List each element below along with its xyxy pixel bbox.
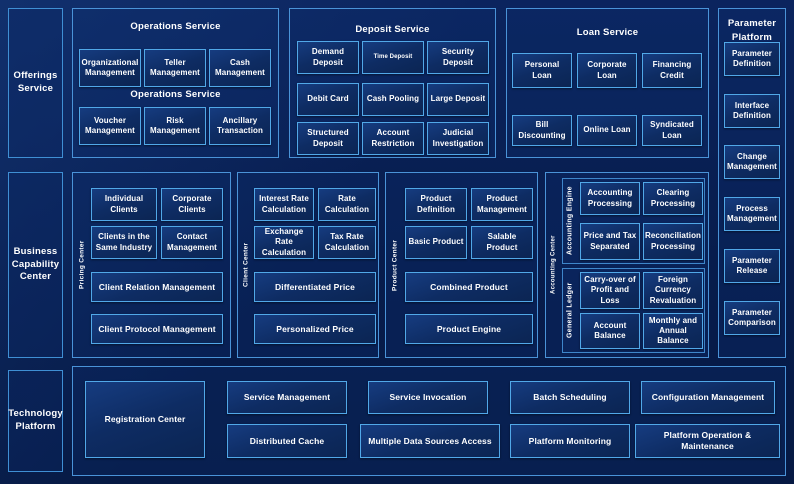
card-corporate-loan[interactable]: Corporate Loan [577,53,637,88]
card-parameter-definition[interactable]: Parameter Definition [724,42,780,76]
group-subtitle-operations-service: Operations Service [130,89,221,100]
card-time-deposit[interactable]: Time Deposit [362,41,424,74]
card-judicial-investigation[interactable]: Judicial Investigation [427,122,489,155]
group-title-parameter-platform-line2: Platform [731,32,773,43]
card-personal-loan[interactable]: Personal Loan [512,53,572,88]
group-title-deposit-service: Deposit Service [355,24,430,35]
card-parameter-comparison[interactable]: Parameter Comparison [724,301,780,335]
card-individual-clients[interactable]: Individual Clients [91,188,157,221]
vlabel-client-center: Client Center [242,242,250,288]
card-bill-discounting[interactable]: Bill Discounting [512,115,572,146]
card-large-deposit[interactable]: Large Deposit [427,83,489,116]
card-interest-rate-calculation[interactable]: Interest Rate Calculation [254,188,314,221]
card-cash-management[interactable]: Cash Management [209,49,271,87]
card-contact-management[interactable]: Contact Management [161,226,223,259]
card-process-management[interactable]: Process Management [724,197,780,231]
card-clients-in-the-same-industry[interactable]: Clients in the Same Industry [91,226,157,259]
vlabel-pricing-center: Pricing Center [78,240,86,290]
card-differentiated-price[interactable]: Differentiated Price [254,272,376,302]
card-distributed-cache[interactable]: Distributed Cache [227,424,347,458]
card-syndicated-loan[interactable]: Syndicated Loan [642,115,702,146]
card-product-definition[interactable]: Product Definition [405,188,467,221]
card-client-protocol-management[interactable]: Client Protocol Management [91,314,223,344]
card-change-management[interactable]: Change Management [724,145,780,179]
card-product-management[interactable]: Product Management [471,188,533,221]
card-account-balance[interactable]: Account Balance [580,313,640,349]
group-title-loan-service: Loan Service [576,27,639,38]
card-interface-definition[interactable]: Interface Definition [724,94,780,128]
card-combined-product[interactable]: Combined Product [405,272,533,302]
card-platform-operation-maintenance[interactable]: Platform Operation & Maintenance [635,424,780,458]
row-label-business-capability-center-text: Business Capability Center [11,245,60,283]
vlabel-general-ledger: General Ledger [566,282,574,339]
group-title-parameter-platform-line1: Parameter [727,18,777,29]
card-security-deposit[interactable]: Security Deposit [427,41,489,74]
card-foreign-currency-revaluation[interactable]: Foreign Currency Revaluation [643,272,703,309]
card-clearing-processing[interactable]: Clearing Processing [643,182,703,215]
card-monthly-and-annual-balance[interactable]: Monthly and Annual Balance [643,313,703,349]
card-debit-card[interactable]: Debit Card [297,83,359,116]
card-demand-deposit[interactable]: Demand Deposit [297,41,359,74]
card-product-engine[interactable]: Product Engine [405,314,533,344]
card-price-and-tax-separated[interactable]: Price and Tax Separated [580,223,640,260]
group-title-operations-service: Operations Service [130,21,221,32]
card-personalized-price[interactable]: Personalized Price [254,314,376,344]
card-salable-product[interactable]: Salable Product [471,226,533,259]
vlabel-product-center: Product Center [391,239,399,291]
card-corporate-clients[interactable]: Corporate Clients [161,188,223,221]
card-cash-pooling[interactable]: Cash Pooling [362,83,424,116]
vlabel-accounting-engine: Accounting Engine [566,186,574,256]
card-batch-scheduling[interactable]: Batch Scheduling [510,381,630,414]
card-account-restriction[interactable]: Account Restriction [362,122,424,155]
row-label-technology-platform: Technology Platform [8,370,63,472]
card-platform-monitoring[interactable]: Platform Monitoring [510,424,630,458]
card-rate-calculation[interactable]: Rate Calculation [318,188,376,221]
card-multiple-data-sources-access[interactable]: Multiple Data Sources Access [360,424,500,458]
card-teller-management[interactable]: Teller Management [144,49,206,87]
row-label-business-capability-center: Business Capability Center [8,172,63,358]
row-label-offerings-service: Offerings Service [8,8,63,158]
card-ancillary-transaction[interactable]: Ancillary Transaction [209,107,271,145]
card-basic-product[interactable]: Basic Product [405,226,467,259]
card-risk-management[interactable]: Risk Management [144,107,206,145]
card-registration-center[interactable]: Registration Center [85,381,205,458]
card-client-relation-management[interactable]: Client Relation Management [91,272,223,302]
vlabel-accounting-center: Accounting Center [550,235,557,295]
card-accounting-processing[interactable]: Accounting Processing [580,182,640,215]
card-service-management[interactable]: Service Management [227,381,347,414]
card-online-loan[interactable]: Online Loan [577,115,637,146]
card-parameter-release[interactable]: Parameter Release [724,249,780,283]
card-carry-over-of-profit-and-loss[interactable]: Carry-over of Profit and Loss [580,272,640,309]
card-tax-rate-calculation[interactable]: Tax Rate Calculation [318,226,376,259]
card-structured-deposit[interactable]: Structured Deposit [297,122,359,155]
card-service-invocation[interactable]: Service Invocation [368,381,488,414]
card-reconciliation-processing[interactable]: Reconciliation Processing [643,223,703,260]
row-label-offerings-service-text: Offerings Service [13,70,58,94]
row-label-technology-platform-text: Technology Platform [8,408,63,432]
card-financing-credit[interactable]: Financing Credit [642,53,702,88]
card-organizational-management[interactable]: Organizational Management [79,49,141,87]
card-configuration-management[interactable]: Configuration Management [641,381,775,414]
card-voucher-management[interactable]: Voucher Management [79,107,141,145]
card-exchange-rate-calculation[interactable]: Exchange Rate Calculation [254,226,314,259]
